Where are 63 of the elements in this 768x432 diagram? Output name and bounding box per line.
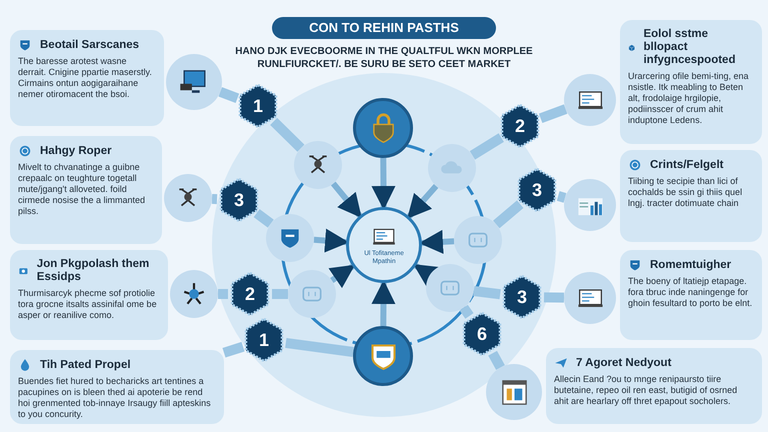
connector-band — [473, 286, 501, 300]
card-heading: Crints/Felgelt — [650, 158, 724, 172]
step-number: 3 — [516, 286, 527, 308]
card-heading: Jon Pkgpolash them Essidps — [36, 258, 150, 284]
connector-band — [470, 133, 504, 160]
info-card — [10, 250, 168, 340]
card-text: Urarcering ofile bemi-ting, ena nsistle. Itk meabling to Beten alt, frodolaige hrgilopie, podiinsscer of crum ahit induptone Ledens. — [628, 71, 750, 126]
number-hexagon — [498, 104, 542, 148]
arrow — [330, 182, 362, 218]
connector-band — [493, 200, 524, 228]
info-card — [620, 150, 762, 242]
connector-band — [538, 104, 568, 124]
connector-band — [488, 350, 505, 370]
number-hexagon — [500, 275, 544, 319]
card-heading: Romemtuigher — [650, 258, 732, 272]
card-text: Mivelt to chvanatinge a guibne crepaalc on teughture togetall mute/jgang't alloveted. foild cirmede nosise the a limmanted pilss. — [18, 162, 146, 217]
step-number: 1 — [258, 328, 269, 352]
number-hexagon — [228, 272, 272, 316]
connector-band — [218, 87, 240, 103]
card-heading: Hahgy Roper — [40, 144, 112, 158]
number-hexagon — [236, 84, 280, 128]
step-number: 1 — [252, 94, 263, 118]
card-heading: 7 Agoret Nedyout — [576, 356, 672, 370]
card-text: Tiibing te secipie than lici of cochalds be ssin gi thiis quel lngj. tracter dotimuate chain — [628, 176, 744, 209]
card-text: Thurmisarcyk phecme sof protiolie tora grocne itsalts assinifal ome be asper or reanilive como. — [18, 288, 158, 321]
card-text: Buendes fiet hured to becharicks art tentines a pacupines on is bleen thed ai apoterie be rend hoi grenmented tob-innaye Irsaugy fiill apteskins to you concurity. — [18, 376, 212, 420]
info-card — [620, 20, 762, 144]
number-hexagon — [217, 178, 261, 222]
card-heading: Eolol sstme bllopact infygncespooted — [643, 28, 736, 67]
card-heading: Tih Pated Propel — [40, 358, 131, 372]
step-number: 3 — [532, 178, 542, 202]
step-number: 2 — [514, 114, 525, 138]
card-text: The boeny of ltatiejp etapage. fora tbruc inde naningenge for ghoin fesultard to porto be elnt. — [628, 276, 754, 309]
number-hexagon — [515, 168, 559, 212]
info-card — [546, 348, 762, 424]
arrow — [413, 263, 440, 288]
card-text: The baresse arotest wasne derrait. Cnigine ppartie maserstly. Cirmains ontun aogigaraihane nemer otiromacent the bsoi. — [18, 56, 153, 100]
info-card — [10, 30, 164, 126]
number-hexagon — [460, 312, 504, 356]
step-number: 2 — [244, 282, 255, 306]
info-card — [10, 350, 224, 424]
info-card — [620, 250, 762, 340]
connector-band — [218, 289, 228, 299]
connector-band — [556, 191, 566, 203]
connector-band — [460, 304, 474, 319]
connector-band — [222, 342, 245, 358]
title-banner: CON TO REHIN PASTHS — [272, 17, 496, 39]
subtitle-text: HANO DJK EVECBOORME IN THE QUALTFUL WKN MORPLEE RUNLFIURCKET/. BE SURU BE SETO CEET MARKET — [234, 45, 534, 71]
connector-band — [285, 338, 354, 357]
number-hexagon — [242, 318, 286, 362]
connector-band — [544, 292, 564, 303]
arrow — [406, 184, 438, 219]
info-card — [10, 136, 162, 244]
card-heading: Beotail Sarscanes — [40, 38, 140, 52]
connector-band — [212, 194, 218, 204]
step-number: 6 — [476, 322, 487, 346]
step-number: 3 — [234, 188, 244, 212]
arrow — [372, 158, 396, 210]
connector-band — [272, 289, 288, 299]
connector-band — [270, 118, 304, 152]
card-text: Allecin Eand ?ou to mnge renipaursto tiire butetaine, repeo oil ren east, butigid of osrned ahit are hearlary off thret epapout socholers. — [554, 374, 738, 407]
arrow — [328, 264, 356, 288]
connector-band — [254, 209, 274, 228]
